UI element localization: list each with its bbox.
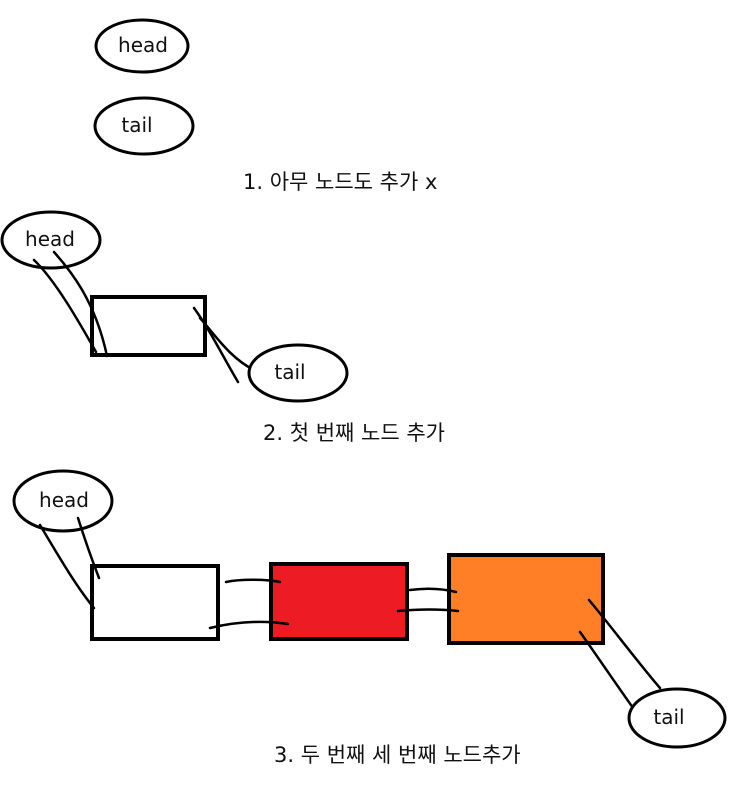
stage2-head-pointer: [32, 250, 109, 358]
stage2-tail-label: tail: [274, 360, 305, 384]
stage3-head-ellipse: [12, 469, 114, 533]
stage1-caption: 1. 아무 노드도 추가 x: [243, 170, 437, 194]
stage3-link-1-2: [208, 578, 290, 630]
stage-1: head tail 1. 아무 노드도 추가 x: [93, 18, 437, 194]
stage1-head-label: head: [118, 33, 168, 57]
stage2-caption: 2. 첫 번째 노드 추가: [263, 421, 445, 445]
stage3-tail-label: tail: [653, 705, 684, 729]
stage3-link-2-3: [396, 587, 460, 613]
stage1-tail-label: tail: [121, 113, 152, 137]
stage3-node-1: [90, 564, 220, 641]
stage-2: head tail 2. 첫 번째 노드 추가: [0, 210, 445, 445]
stage3-caption: 3. 두 번째 세 번째 노드추가: [274, 743, 521, 767]
stage2-head-ellipse: [0, 210, 102, 270]
stage2-node-1: [90, 295, 207, 357]
stage2-head-label: head: [25, 227, 75, 251]
stage3-tail-pointer: [578, 598, 662, 714]
stage3-head-pointer: [38, 516, 101, 610]
stage3-node-2: [269, 562, 409, 641]
stage2-tail-ellipse: [247, 343, 349, 403]
stage3-node-3: [447, 553, 605, 645]
stage2-tail-pointer: [192, 306, 256, 384]
stage1-tail-ellipse: [93, 96, 195, 156]
stage3-head-label: head: [39, 488, 89, 512]
stage3-tail-ellipse: [627, 687, 727, 749]
stage1-head-ellipse: [94, 18, 190, 74]
stage-3: head tail 3. 두 번째 세 번째 노드추가: [12, 469, 727, 767]
